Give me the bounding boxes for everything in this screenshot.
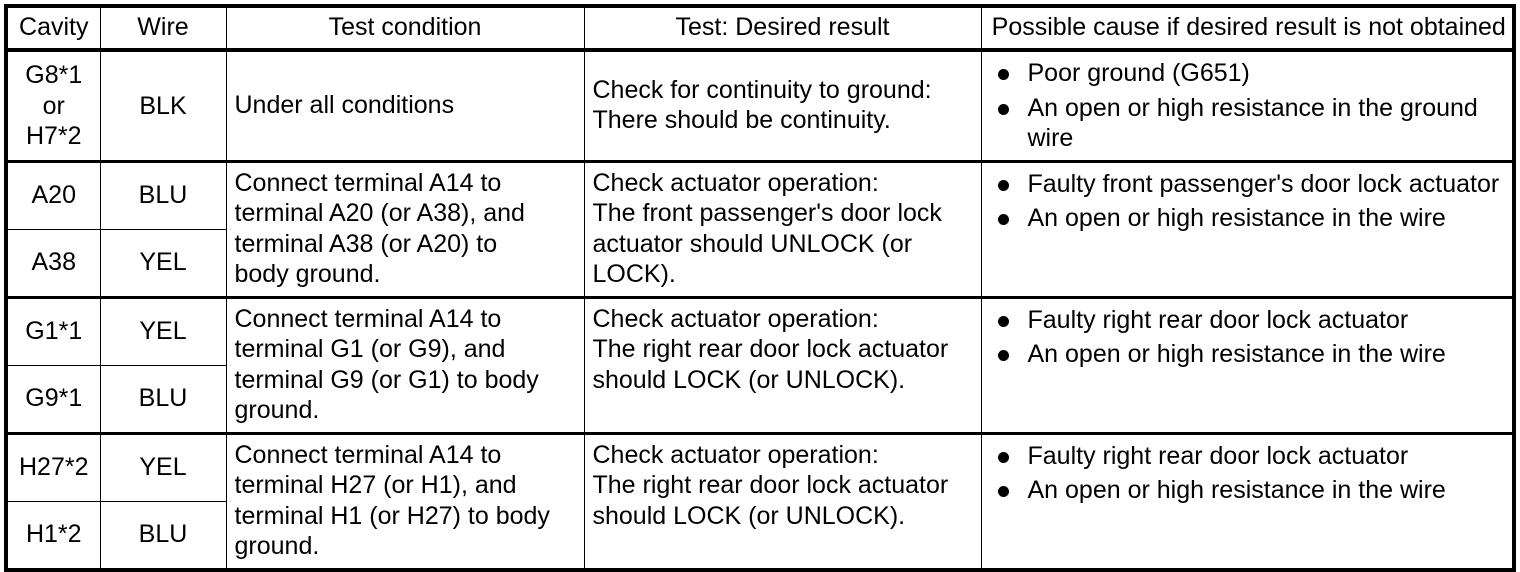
- bullet-icon: [997, 214, 1009, 225]
- cell-test-condition: Connect terminal A14 to terminal H27 (or…: [225, 431, 585, 570]
- cell-wire: BLU: [99, 364, 227, 434]
- cell-wire: YEL: [99, 431, 227, 502]
- cell-cavity: A38: [5, 228, 101, 298]
- list-item: An open or high resistance in the wire: [992, 475, 1507, 506]
- possible-cause-list: Poor ground (G651) An open or high resis…: [992, 58, 1507, 154]
- cell-cavity: G9*1: [5, 364, 101, 434]
- cell-wire: BLU: [99, 159, 227, 230]
- cell-possible-cause: Poor ground (G651) An open or high resis…: [980, 48, 1515, 162]
- column-header-cavity: Cavity: [5, 5, 101, 52]
- list-item: An open or high resistance in the wire: [992, 203, 1507, 234]
- cell-possible-cause: Faulty front passenger's door lock actua…: [980, 159, 1515, 298]
- possible-cause-list: Faulty front passenger's door lock actua…: [992, 169, 1507, 234]
- header-row: Cavity Wire Test condition Test: Desired…: [5, 5, 1515, 52]
- cell-possible-cause: Faulty right rear door lock actuator An …: [980, 431, 1515, 570]
- cell-test-condition: Under all conditions: [225, 48, 585, 162]
- cell-cavity: H27*2: [5, 431, 101, 502]
- cell-cavity: H1*2: [5, 500, 101, 570]
- list-item: An open or high resistance in the ground…: [992, 93, 1507, 154]
- table-body: G8*1 or H7*2 BLK Under all conditions Ch…: [5, 48, 1515, 570]
- bullet-icon: [997, 315, 1009, 327]
- diagnostic-table-sheet: Cavity Wire Test condition Test: Desired…: [0, 4, 1520, 572]
- bullet-icon: [997, 179, 1009, 191]
- list-item: Faulty right rear door lock actuator: [992, 305, 1507, 336]
- bullet-icon: [997, 451, 1009, 463]
- cell-test-desired-result: Check for continuity to ground: There sh…: [583, 48, 982, 162]
- table-row: H27*2 YEL Connect terminal A14 to termin…: [5, 431, 1515, 570]
- table-row: A38 YEL: [5, 228, 1514, 298]
- list-item: Poor ground (G651): [992, 58, 1507, 89]
- possible-cause-list: Faulty right rear door lock actuator An …: [992, 305, 1507, 370]
- cell-test-desired-result: Check actuator operation: The right rear…: [583, 431, 982, 570]
- cell-test-desired-result: Check actuator operation: The front pass…: [583, 159, 982, 298]
- cell-cavity: A20: [5, 159, 101, 230]
- possible-cause-list: Faulty right rear door lock actuator An …: [992, 441, 1507, 506]
- list-item: An open or high resistance in the wire: [992, 339, 1507, 370]
- table-row: A20 BLU Connect terminal A14 to terminal…: [5, 159, 1515, 298]
- column-header-wire: Wire: [99, 5, 227, 52]
- table-row: G8*1 or H7*2 BLK Under all conditions Ch…: [5, 48, 1515, 162]
- column-header-possible-cause: Possible cause if desired result is not …: [980, 5, 1515, 52]
- cell-possible-cause: Faulty right rear door lock actuator An …: [980, 295, 1515, 434]
- cell-wire: BLU: [99, 500, 227, 570]
- table-header: Cavity Wire Test condition Test: Desired…: [5, 5, 1515, 52]
- bullet-icon: [997, 350, 1009, 361]
- troubleshooting-table: Cavity Wire Test condition Test: Desired…: [4, 4, 1516, 572]
- list-item: Faulty right rear door lock actuator: [992, 441, 1507, 472]
- cell-wire: YEL: [99, 228, 227, 298]
- cell-wire: YEL: [99, 295, 227, 366]
- column-header-test-desired-result: Test: Desired result: [583, 5, 982, 52]
- bullet-icon: [997, 69, 1009, 80]
- list-item: Faulty front passenger's door lock actua…: [992, 169, 1507, 200]
- cell-test-desired-result: Check actuator operation: The right rear…: [583, 295, 982, 434]
- cell-test-condition: Connect terminal A14 to terminal A20 (or…: [225, 159, 585, 298]
- bullet-icon: [997, 103, 1009, 115]
- column-header-test-condition: Test condition: [225, 5, 585, 52]
- cell-wire: BLK: [99, 48, 227, 162]
- cell-test-condition: Connect terminal A14 to terminal G1 (or …: [225, 295, 585, 434]
- bullet-icon: [997, 486, 1009, 497]
- cell-cavity: G8*1 or H7*2: [5, 48, 101, 162]
- cell-cavity: G1*1: [5, 295, 101, 366]
- table-row: G1*1 YEL Connect terminal A14 to termina…: [5, 295, 1515, 434]
